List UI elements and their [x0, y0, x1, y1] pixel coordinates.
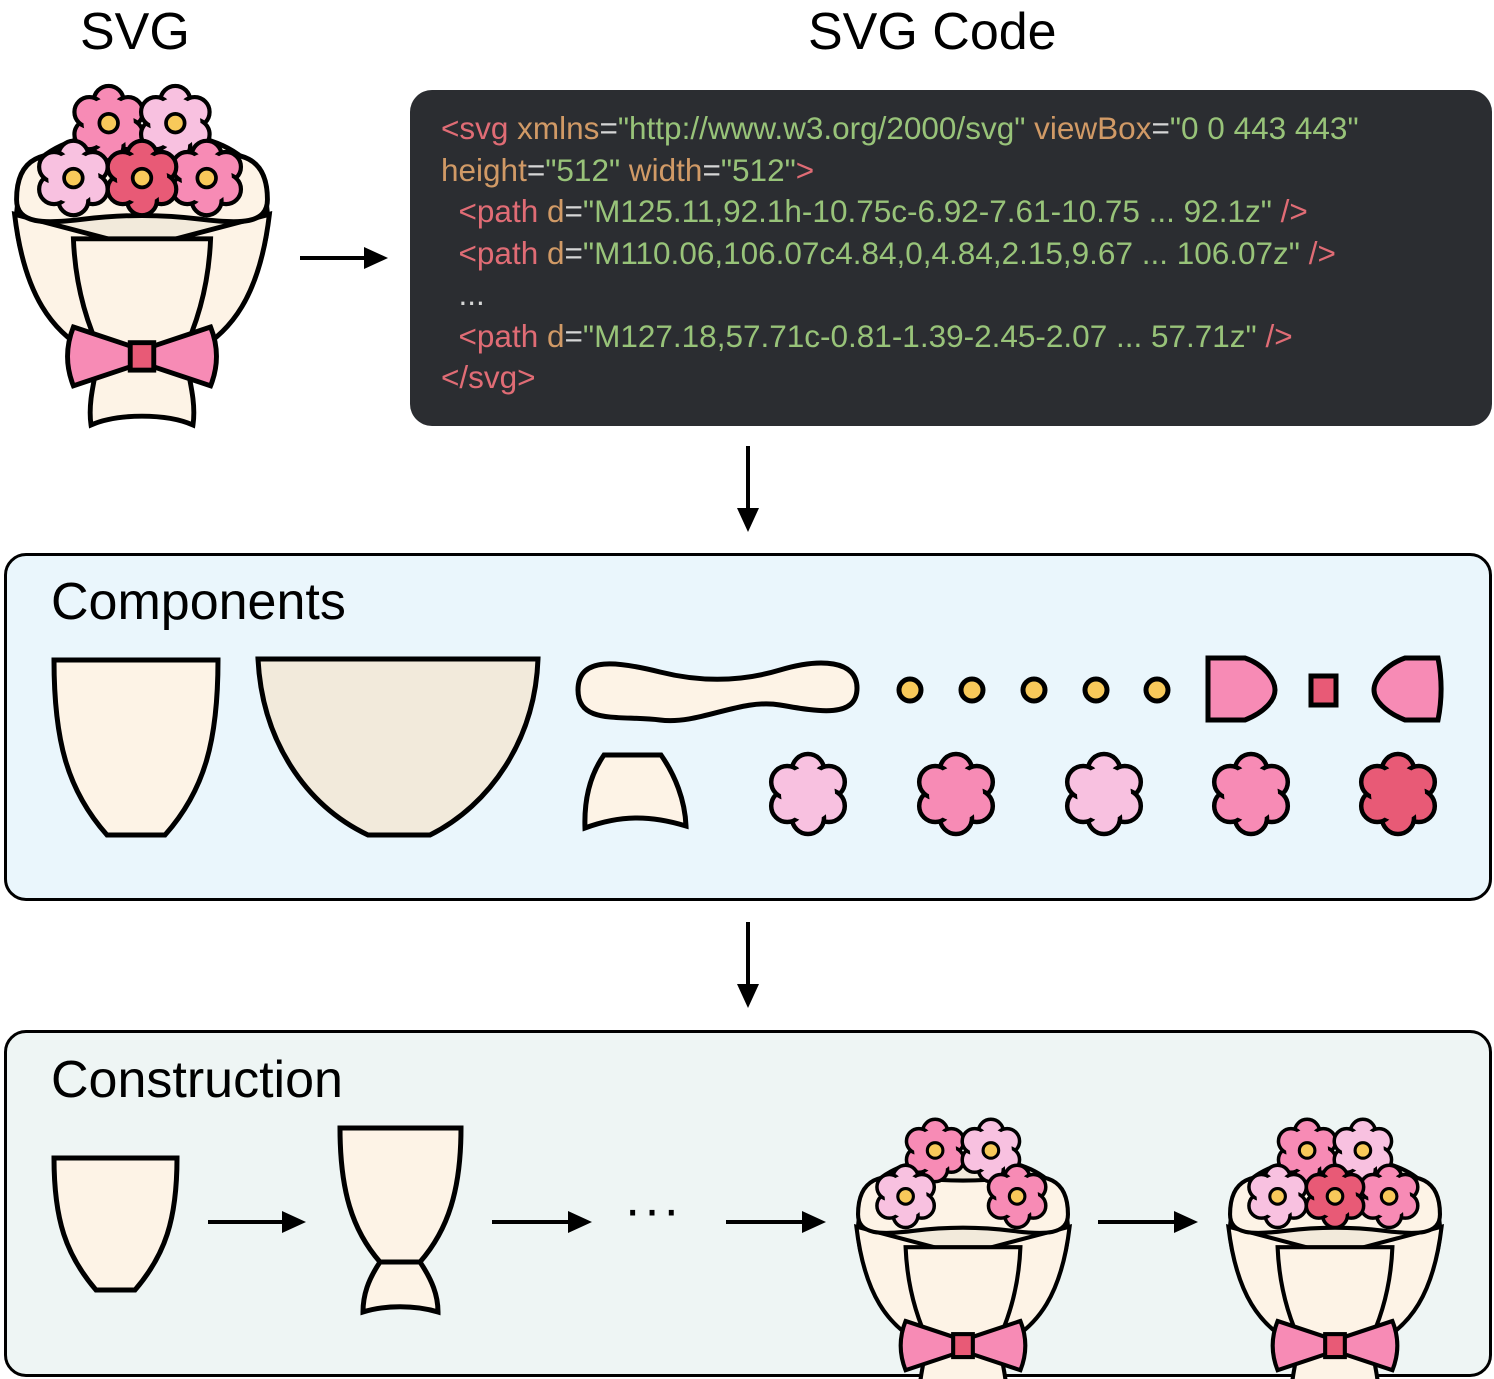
- flower-icon: [1358, 1163, 1420, 1230]
- code-token: =: [1151, 110, 1170, 146]
- flower-icon: [172, 141, 241, 215]
- code-line: <svg xmlns="http://www.w3.org/2000/svg" …: [441, 108, 1359, 150]
- flower-icon: [1276, 1117, 1338, 1184]
- code-panel: [410, 90, 1492, 426]
- construction-title: Construction: [51, 1051, 343, 1109]
- code-token: <path: [458, 317, 539, 354]
- code-token: ...: [441, 276, 485, 312]
- code-token: >: [795, 151, 815, 188]
- flower-center-icon: [958, 676, 986, 704]
- code-token: xmlns: [508, 110, 600, 146]
- code-token: =: [564, 317, 583, 354]
- component-cone-small: [51, 657, 221, 838]
- svg-heading: SVG: [80, 3, 190, 61]
- component-bow-left: [1205, 655, 1278, 723]
- flower-icon: [39, 141, 108, 215]
- code-token: />: [1300, 234, 1336, 271]
- flower-icon: [1332, 1117, 1394, 1184]
- code-token: viewBox: [1025, 110, 1152, 146]
- code-line: <path d="M110.06,106.07c4.84,0,4.84,2.15…: [441, 233, 1359, 275]
- code-block: <svg xmlns="http://www.w3.org/2000/svg" …: [441, 108, 1359, 399]
- flower-icon: [74, 86, 143, 160]
- arrow-down-icon: [737, 446, 759, 532]
- code-line: ...: [441, 274, 1359, 316]
- flower-icon: [904, 1117, 966, 1184]
- flower-icon: [1214, 754, 1288, 834]
- code-token: />: [1256, 317, 1293, 354]
- arrow-right-icon: [726, 1211, 826, 1233]
- flower-icon: [1361, 754, 1435, 834]
- code-token: <svg: [441, 110, 509, 146]
- arrow-right-icon: [492, 1211, 592, 1233]
- flower-icon: [1247, 1163, 1309, 1230]
- arrow-right-icon: [208, 1211, 306, 1233]
- code-token: />: [1271, 193, 1308, 229]
- code-token: =: [599, 110, 618, 146]
- code-token: height: [441, 151, 527, 188]
- flower-icon: [1067, 754, 1141, 834]
- flower-icon: [141, 86, 210, 160]
- component-bowl: [255, 656, 541, 838]
- code-token: =: [526, 151, 546, 188]
- flower-icon: [960, 1117, 1022, 1184]
- code-line: <path d="M125.11,92.1h-10.75c-6.92-7.61-…: [441, 191, 1359, 233]
- flower-icon: [771, 754, 845, 834]
- components-title: Components: [51, 573, 346, 631]
- flower-icon: [875, 1163, 937, 1230]
- code-token: <path: [458, 234, 539, 271]
- arrow-right-icon: [300, 247, 388, 269]
- arrow-right-icon: [1098, 1211, 1198, 1233]
- code-line: <path d="M127.18,57.71c-0.81-1.39-2.45-2…: [441, 316, 1359, 358]
- code-token: d: [538, 193, 565, 229]
- arrow-down-icon: [737, 922, 759, 1008]
- bouquet-complete-illustration: [1228, 1117, 1441, 1379]
- code-token: "M125.11,92.1h-10.75c-6.92-7.61-10.75 ..…: [582, 193, 1272, 229]
- code-token: "M127.18,57.71c-0.81-1.39-2.45-2.07 ... …: [582, 317, 1257, 354]
- component-bow-knot: [1308, 673, 1339, 708]
- flower-icon: [1304, 1163, 1366, 1230]
- code-line: height="512" width="512">: [441, 150, 1359, 192]
- construction-step-1: [51, 1155, 180, 1293]
- bouquet-partial-illustration: [856, 1117, 1069, 1379]
- flower-center-icon: [896, 676, 924, 704]
- code-token: "M110.06,106.07c4.84,0,4.84,2.15,9.67 ..…: [582, 234, 1300, 271]
- component-stem-wrapper: [582, 752, 689, 832]
- component-centers: [896, 676, 1171, 704]
- construction-ellipsis: ···: [624, 1181, 682, 1239]
- code-line: </svg>: [441, 357, 1359, 399]
- components-panel: [4, 553, 1492, 901]
- flower-center-icon: [1020, 676, 1048, 704]
- bouquet-full-illustration: [15, 86, 270, 425]
- flower-center-icon: [1082, 676, 1110, 704]
- code-token: "512": [545, 151, 621, 188]
- svg-code-heading: SVG Code: [808, 3, 1057, 61]
- code-token: =: [564, 234, 583, 271]
- flower-icon: [919, 754, 993, 834]
- construction-step-2: [337, 1125, 464, 1316]
- code-token: width: [620, 151, 703, 188]
- code-token: "512": [720, 151, 796, 188]
- component-band: [575, 660, 860, 724]
- flower-center-icon: [1143, 676, 1171, 704]
- code-token: "0 0 443 443": [1169, 110, 1359, 146]
- code-token: d: [538, 234, 565, 271]
- code-token: <path: [458, 193, 539, 229]
- code-token: "http://www.w3.org/2000/svg": [617, 110, 1026, 146]
- code-token: =: [702, 151, 721, 188]
- code-token: </svg>: [441, 359, 536, 395]
- component-bow-right: [1371, 655, 1444, 723]
- code-token: d: [538, 317, 565, 354]
- flower-icon: [986, 1163, 1048, 1230]
- code-token: =: [564, 193, 583, 229]
- flower-icon: [108, 141, 177, 215]
